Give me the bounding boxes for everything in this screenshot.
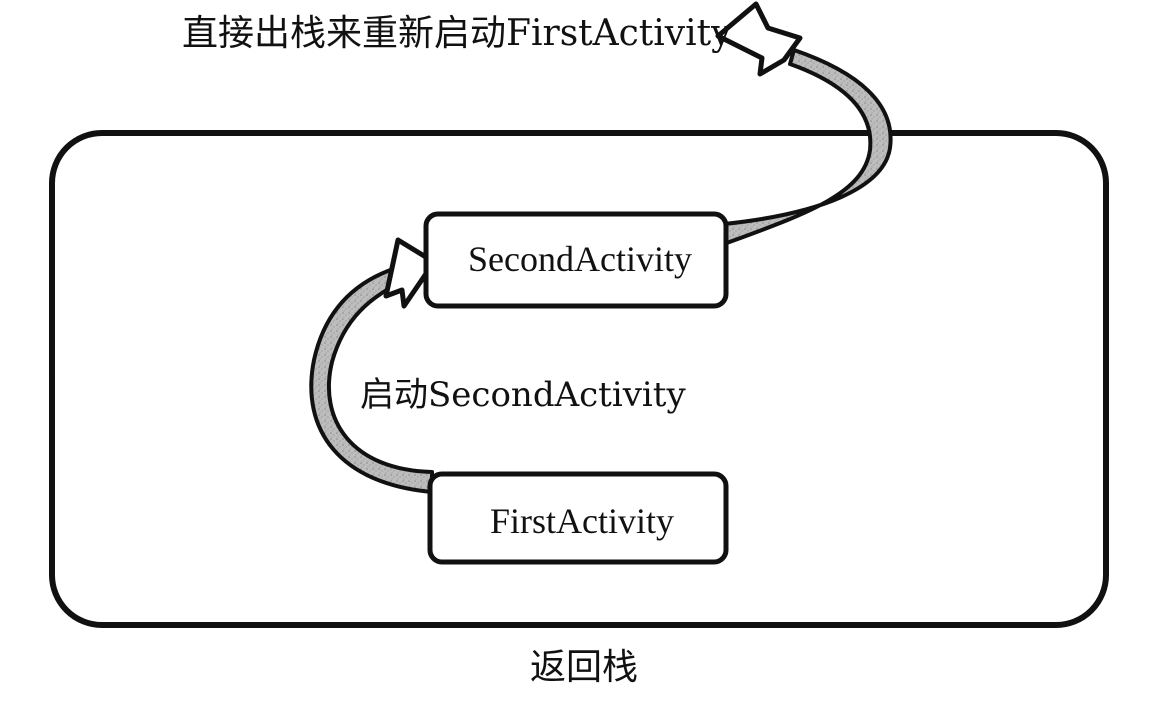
back-stack-label: 返回栈 [530, 647, 639, 688]
launch-second-label: 启动SecondActivity [360, 375, 686, 415]
pop-arrow-ribbon [722, 48, 893, 246]
pop-arrow-head-icon [715, 1, 803, 77]
pop-restart-label: 直接出栈来重新启动FirstActivity [182, 13, 732, 54]
first-activity-label: FirstActivity [490, 501, 675, 541]
second-activity-label: SecondActivity [468, 239, 692, 279]
back-stack-container [49, 130, 1109, 628]
first-activity-box [427, 471, 729, 565]
second-activity-box [423, 211, 729, 309]
